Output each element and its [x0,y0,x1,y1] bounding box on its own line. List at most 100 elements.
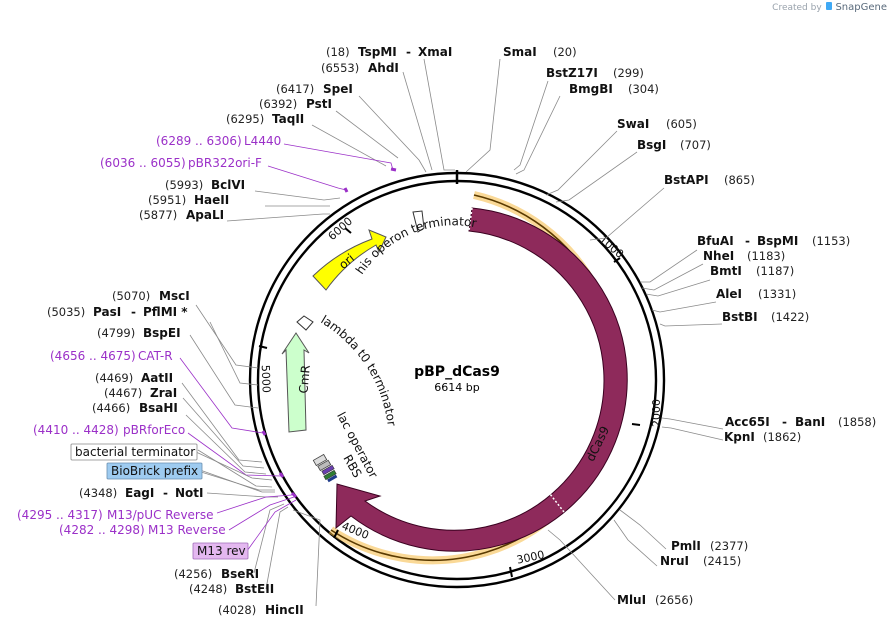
bspei-label[interactable]: BspEI [143,326,181,340]
psti-label[interactable]: PstI [306,97,332,111]
tspmi-position: (18) [326,45,350,59]
nhei-position: (1183) [747,249,785,263]
catr-range: (4656 .. 4675) [50,349,136,363]
mlui-label[interactable]: MluI [617,593,646,607]
nhei-label[interactable]: NheI [703,249,734,263]
noti-label[interactable]: NotI [175,486,204,500]
eagi-position: (4348) [79,486,117,500]
bfuai-label[interactable]: BfuAI [697,234,734,248]
bacterial-terminator-label: bacterial terminator [75,445,195,459]
spei-position: (6417) [276,82,314,96]
dash-sep-5: - [782,415,787,429]
haeii-position: (5951) [148,193,186,207]
m13-rev-label: M13 rev [197,544,246,558]
m13-rev-box[interactable] [192,542,249,560]
m13rev-primer-label[interactable]: M13 Reverse [148,523,226,537]
alei-label[interactable]: AleI [716,287,742,301]
zrai-label[interactable]: ZraI [150,386,177,400]
bstapi-label[interactable]: BstAPI [664,173,709,187]
pmli-label[interactable]: PmlI [671,539,701,553]
l4440-range: (6289 .. 6306) [156,134,242,148]
plasmid-name: pBP_dCas9 [414,364,500,380]
tick-label-1000: 1000 [596,233,626,261]
smai-position: (20) [553,45,577,59]
xmai-label[interactable]: XmaI [418,45,452,59]
beseri-position: (4256) [174,567,212,581]
bspmi-label[interactable]: BspMI [757,234,798,248]
bsgi-label[interactable]: BsgI [637,138,666,152]
tick-label-6000: 6000 [326,215,356,243]
cmr-label: CmR [296,365,312,395]
bstapi-position: (865) [724,173,755,187]
taqii-label[interactable]: TaqII [272,112,304,126]
pbr322-label[interactable]: pBR322ori-F [188,156,262,170]
bclvi-label[interactable]: BclVI [211,178,245,192]
tick-label-2000: 2000 [650,399,663,427]
small-features-cluster [312,453,338,483]
bstbi-label[interactable]: BstBI [722,310,758,324]
taqii-position: (6295) [226,112,264,126]
bsteii-label[interactable]: BstEII [235,582,274,596]
pbrforeco-label[interactable]: pBRforEco [123,423,185,437]
apali-label[interactable]: ApaLI [186,208,224,222]
bstz17i-label[interactable]: BstZ17I [546,66,598,80]
bmgbi-label[interactable]: BmgBI [569,82,613,96]
snapgene-logo-icon [825,2,832,10]
m13puc-label[interactable]: M13/pUC Reverse [107,508,214,522]
eagi-label[interactable]: EagI [125,486,154,500]
alei-position: (1331) [758,287,796,301]
bani-label[interactable]: BanI [795,415,825,429]
swai-label[interactable]: SwaI [617,117,649,131]
bmti-label[interactable]: BmtI [710,264,742,278]
bani-position: (1858) [838,415,876,429]
biobrick-prefix-box[interactable] [106,462,203,480]
msci-label[interactable]: MscI [159,289,190,303]
catr-primer-mark [261,430,267,436]
bmgbi-position: (304) [628,82,659,96]
bstbi-position: (1422) [771,310,809,324]
enzyme-leader-lines [181,58,724,607]
l4440-label[interactable]: L4440 [244,134,281,148]
tspmi-label[interactable]: TspMI [358,45,397,59]
zrai-position: (4467) [104,386,142,400]
catr-label[interactable]: CAT-R [138,349,173,363]
pbrforeco-range: (4410 .. 4428) [33,423,119,437]
haeii-label[interactable]: HaeII [194,193,229,207]
smai-label[interactable]: SmaI [503,45,537,59]
watermark-prefix: Created by [772,3,822,13]
hincii-label[interactable]: HincII [265,603,304,617]
nrui-label[interactable]: NruI [660,554,689,568]
acc65i-label[interactable]: Acc65I [725,415,770,429]
kpni-label[interactable]: KpnI [724,430,755,444]
pasi-position: (5035) [47,305,85,319]
ahdi-label[interactable]: AhdI [368,61,399,75]
pflmi-label[interactable]: PflMI * [143,305,188,319]
pbr322-range: (6036 .. 6055) [100,156,186,170]
bspei-position: (4799) [97,326,135,340]
msci-position: (5070) [112,289,150,303]
psti-position: (6392) [259,97,297,111]
watermark-brand: SnapGene [835,2,887,13]
beseri-label[interactable]: BseRI [221,567,259,581]
cmr-feature [281,332,310,433]
bmti-position: (1187) [756,264,794,278]
lambda-terminator-label: lambda t0 terminator [318,313,398,427]
spei-label[interactable]: SpeI [323,82,353,96]
mlui-position: (2656) [655,593,693,607]
ring-ticks [258,227,641,578]
bacterial-terminator-box[interactable] [70,443,198,461]
aatii-position: (4469) [95,371,133,385]
pasi-label[interactable]: PasI [93,305,121,319]
pbrforeco-primer-mark [278,472,285,478]
aatii-label[interactable]: AatII [141,371,173,385]
bsahi-position: (4466) [92,401,130,415]
nrui-position: (2415) [703,554,741,568]
m13rev-primer-range: (4282 .. 4298) [59,523,145,537]
biobrick-prefix-label: BioBrick prefix [111,464,198,478]
bsahi-label[interactable]: BsaHI [139,401,178,415]
hincii-position: (4028) [218,603,256,617]
bspmi-position: (1153) [812,234,850,248]
pmli-position: (2377) [710,539,748,553]
apali-position: (5877) [139,208,177,222]
